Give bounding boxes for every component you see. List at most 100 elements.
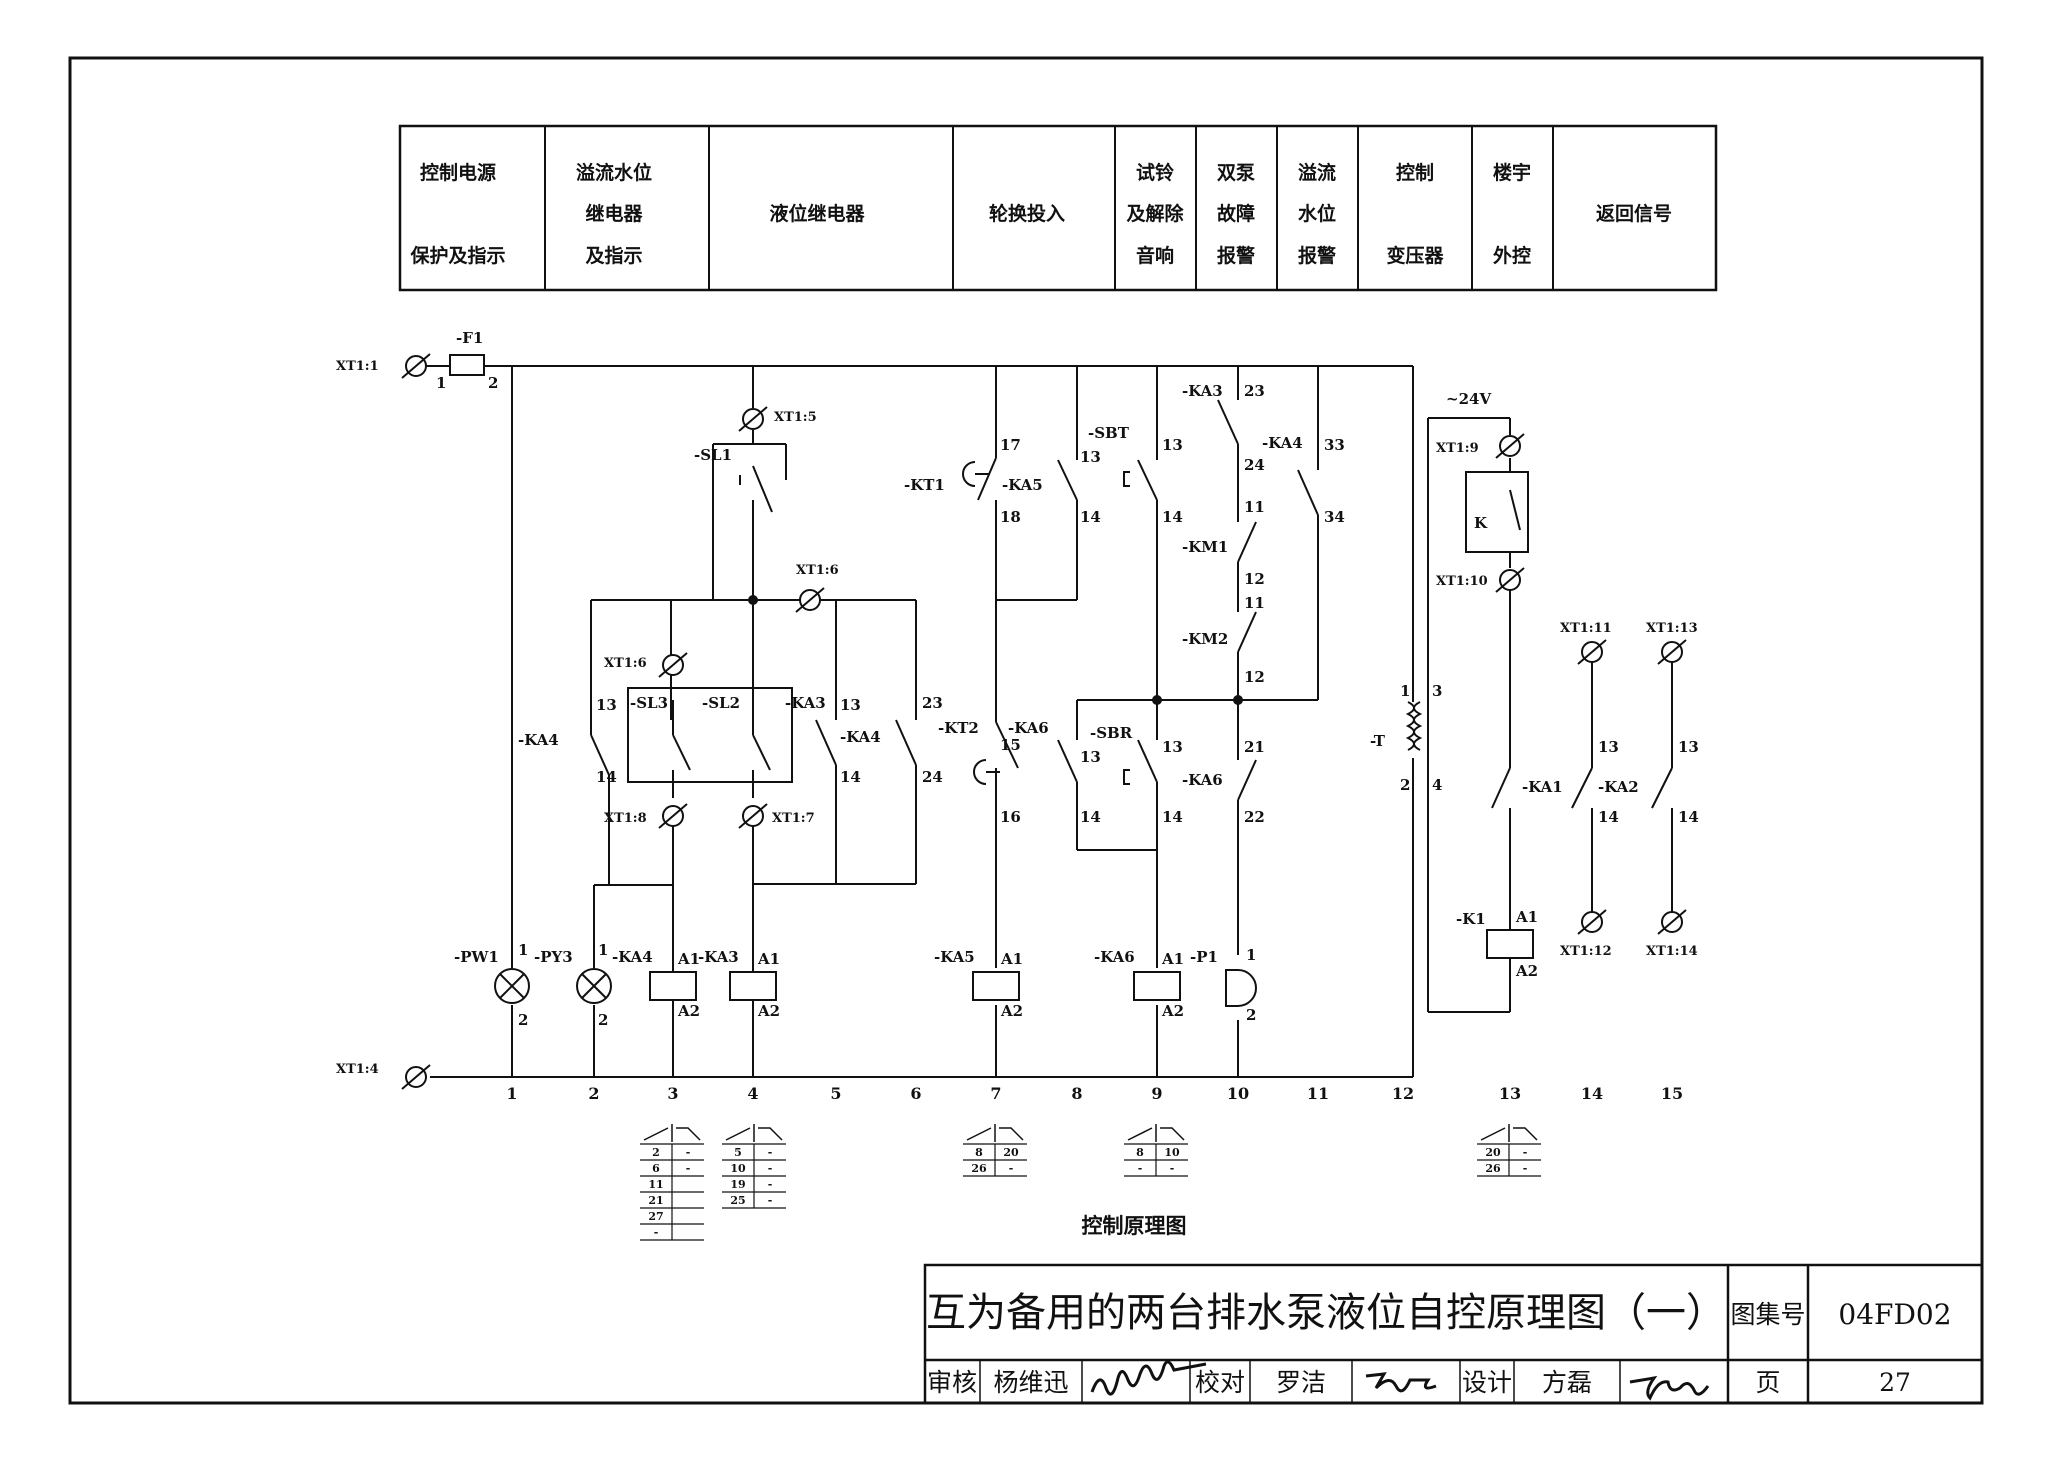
terminal-labels: XT1:1 XT1:4 XT1:5 XT1:6 XT1:6 XT1:8 XT1:… xyxy=(336,359,1698,1077)
atlas-number: 04FD02 xyxy=(1838,1298,1951,1331)
checker-signature xyxy=(1365,1372,1437,1393)
pin: 12 xyxy=(1244,570,1265,588)
contact-table-cell: - xyxy=(768,1194,773,1207)
column-number: 10 xyxy=(1227,1084,1249,1103)
pin: 24 xyxy=(1244,456,1265,474)
label-sl3: -SL3 xyxy=(630,694,668,712)
pin: A2 xyxy=(1000,1002,1023,1020)
pin: 2 xyxy=(1246,1006,1256,1024)
terminal-xt1-7: XT1:7 xyxy=(772,811,815,826)
pin: 13 xyxy=(596,696,617,714)
contact-table-cell: - xyxy=(1009,1162,1014,1175)
page-number: 27 xyxy=(1879,1368,1911,1397)
label-ka3-contact-a: -KA3 xyxy=(785,694,826,712)
terminal-xt1-13: XT1:13 xyxy=(1646,621,1698,636)
contact-type-glyph xyxy=(1127,1124,1185,1142)
label-km1: -KM1 xyxy=(1182,538,1228,556)
coil-ka6 xyxy=(1133,971,1181,1001)
pin: 14 xyxy=(1678,808,1699,826)
pin: 14 xyxy=(1162,808,1183,826)
pin: 12 xyxy=(1244,668,1265,686)
pin: 15 xyxy=(1000,736,1021,754)
contact-table-cell: 6 xyxy=(652,1162,660,1175)
title-block: 互为备用的两台排水泵液位自控原理图（一） 图集号 04FD02 审核 杨维迅 校… xyxy=(923,1263,1984,1405)
column-number: 9 xyxy=(1151,1084,1162,1103)
label-kt2: -KT2 xyxy=(938,719,979,737)
component-labels: -F1 -KA4 -SL1 -SL3 -SL2 -KA3 -KA4 -KT1 -… xyxy=(454,329,1639,966)
pin-f1-2: 2 xyxy=(488,374,498,392)
coil-ka5 xyxy=(972,971,1020,1001)
page-label: 页 xyxy=(1755,1368,1780,1397)
contact-table-cell: 21 xyxy=(648,1194,663,1207)
label-f1: -F1 xyxy=(456,329,483,347)
contact-table-cell: 19 xyxy=(730,1178,745,1191)
header-col-7-line-1: 溢流 xyxy=(1298,161,1336,184)
pin: 23 xyxy=(922,694,943,712)
pin: 14 xyxy=(1080,808,1101,826)
coil-ka3 xyxy=(729,971,777,1001)
contact-table-cell: - xyxy=(768,1178,773,1191)
pin: 17 xyxy=(1000,436,1021,454)
label-k: K xyxy=(1474,514,1488,532)
label-ka1: -KA1 xyxy=(1522,778,1563,796)
column-number: 2 xyxy=(588,1084,599,1103)
pin: 14 xyxy=(596,768,617,786)
contact-table-cell: 8 xyxy=(1136,1146,1144,1159)
label-kt1: -KT1 xyxy=(904,476,945,494)
label-sbr: -SBR xyxy=(1090,724,1133,742)
header-col-2-line-2: 继电器 xyxy=(585,202,643,225)
contact-table-cell: - xyxy=(654,1226,659,1239)
header-col-1-line-2: 保护及指示 xyxy=(409,244,505,267)
header-col-8-line-2: 变压器 xyxy=(1386,244,1444,267)
pin: A1 xyxy=(757,950,780,968)
pin: A2 xyxy=(677,1002,700,1020)
label-sl1: -SL1 xyxy=(694,446,732,464)
terminal-xt1-11: XT1:11 xyxy=(1560,621,1612,636)
header-col-8-line-1: 控制 xyxy=(1396,161,1434,184)
pin: 2 xyxy=(518,1011,528,1029)
header-col-7-line-2: 水位 xyxy=(1298,202,1336,225)
label-ka4-coil: -KA4 xyxy=(612,948,653,966)
pin: 13 xyxy=(1678,738,1699,756)
label-ka4-contact-a: -KA4 xyxy=(518,731,559,749)
contact-table-cell: 20 xyxy=(1485,1146,1501,1159)
pin: A1 xyxy=(1515,908,1538,926)
pin: 23 xyxy=(1244,382,1265,400)
header-col-2-line-3: 及指示 xyxy=(585,245,642,267)
pin: 24 xyxy=(922,768,943,786)
buzzer-p1 xyxy=(1225,969,1257,1007)
terminal-xt1-8: XT1:8 xyxy=(604,811,647,826)
header-col-6-line-1: 双泵 xyxy=(1217,162,1255,184)
column-number: 13 xyxy=(1499,1084,1521,1103)
header-col-6-line-3: 报警 xyxy=(1217,244,1255,267)
pin-numbers: 1 2 13 14 13 14 23 24 17 18 15 16 13 14 … xyxy=(436,374,1699,1029)
label-sbt: -SBT xyxy=(1088,424,1130,442)
column-number: 3 xyxy=(667,1084,678,1103)
header-col-2-line-1: 溢流水位 xyxy=(576,161,652,184)
contact-table-cell: - xyxy=(1138,1162,1143,1175)
label-ka4-contact-b: -KA4 xyxy=(840,728,881,746)
label-py3: -PY3 xyxy=(534,948,573,966)
header-col-1-line-1: 控制电源 xyxy=(420,161,496,184)
contact-table-cell: - xyxy=(768,1162,773,1175)
designer-name: 方磊 xyxy=(1542,1368,1592,1397)
contact-table: 20-26- xyxy=(1477,1124,1541,1177)
contact-table-cell: - xyxy=(1523,1162,1528,1175)
drawing-title: 互为备用的两台排水泵液位自控原理图（一） xyxy=(926,1290,1726,1336)
contact-table-cell: 20 xyxy=(1003,1146,1019,1159)
terminal-xt1-1: XT1:1 xyxy=(336,359,379,374)
pin: 13 xyxy=(1162,436,1183,454)
label-transformer: -T xyxy=(1370,732,1386,750)
contact-type-glyph xyxy=(966,1124,1024,1142)
label-ka5-coil: -KA5 xyxy=(934,948,975,966)
pin-f1-1: 1 xyxy=(436,374,446,392)
design-label: 设计 xyxy=(1462,1368,1512,1397)
label-ka6-contact-c: -KA6 xyxy=(1008,719,1049,737)
circuit-wiring xyxy=(416,365,1673,1078)
terminal-xt1-12: XT1:12 xyxy=(1560,944,1612,959)
pin: A1 xyxy=(677,950,700,968)
contact-type-glyph xyxy=(725,1124,783,1142)
terminal-xt1-14: XT1:14 xyxy=(1646,944,1698,959)
